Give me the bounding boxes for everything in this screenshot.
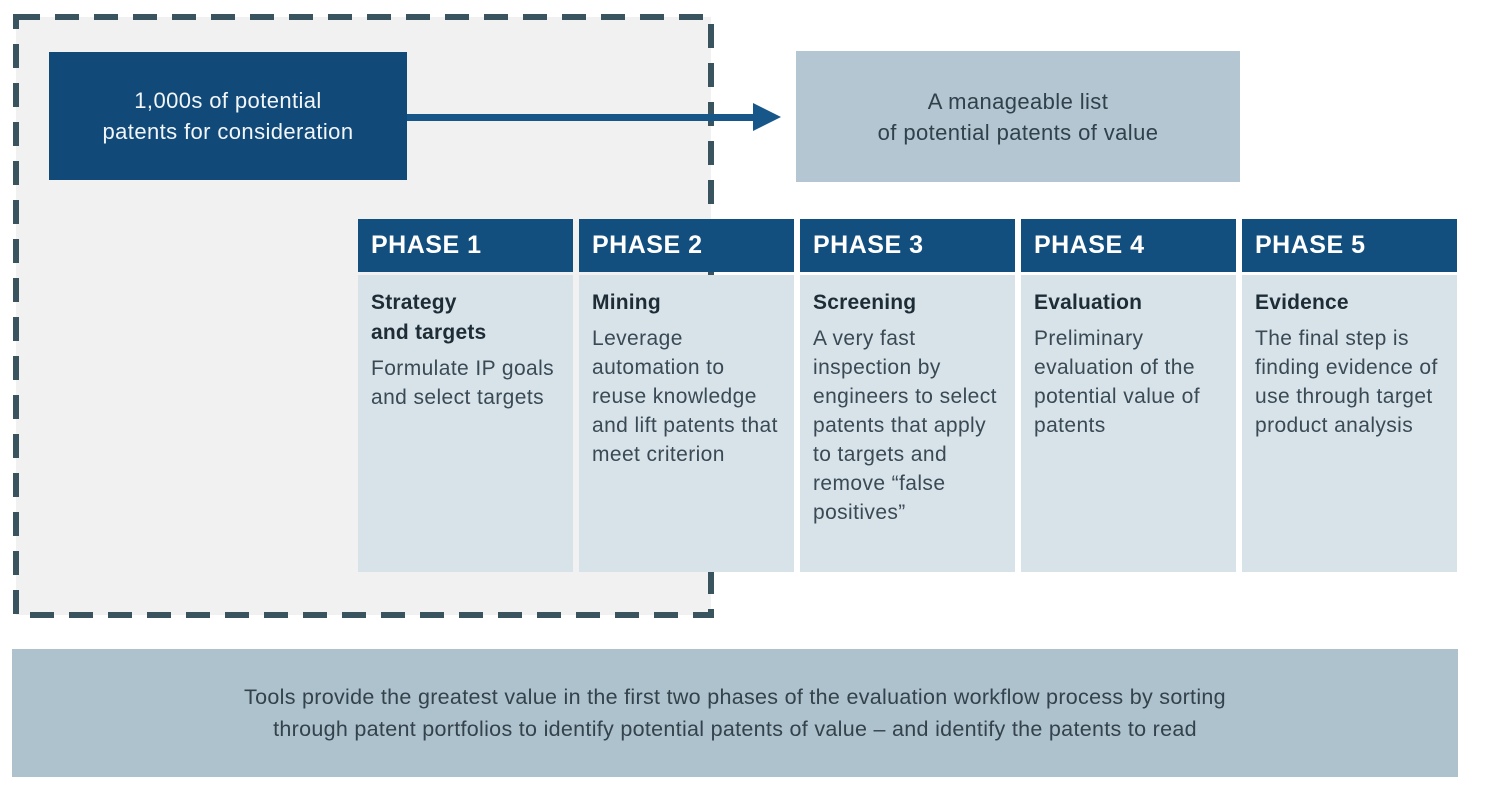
- phase-2-body: Mining Leverage automation to reuse know…: [579, 275, 794, 572]
- phase-4-title: Evaluation: [1034, 291, 1143, 314]
- phase-2-header: PHASE 2: [579, 219, 794, 272]
- phase-5-body: Evidence The final step is finding evide…: [1242, 275, 1457, 572]
- source-count-box: 1,000s of potential patents for consider…: [49, 52, 407, 180]
- source-count-line: patents for consideration: [102, 119, 354, 144]
- phase-column-3: PHASE 3 Screening A very fast inspection…: [800, 219, 1015, 572]
- summary-banner-line: Tools provide the greatest value in the …: [244, 685, 1226, 709]
- phase-column-1: PHASE 1 Strategy and targets Formulate I…: [358, 219, 573, 572]
- phase-1-body: Strategy and targets Formulate IP goals …: [358, 275, 573, 572]
- flow-arrow-icon: [407, 114, 755, 121]
- phase-5-description: The final step is finding evidence of us…: [1255, 327, 1438, 437]
- summary-banner-line: through patent portfolios to identify po…: [273, 717, 1197, 741]
- phase-5-title: Evidence: [1255, 291, 1349, 314]
- phase-column-2: PHASE 2 Mining Leverage automation to re…: [579, 219, 794, 572]
- phase-3-description: A very fast inspection by engineers to s…: [813, 327, 997, 524]
- phase-column-4: PHASE 4 Evaluation Preliminary evaluatio…: [1021, 219, 1236, 572]
- result-list-line: A manageable list: [927, 88, 1109, 114]
- phase-1-header: PHASE 1: [358, 219, 573, 272]
- phase-3-title: Screening: [813, 291, 917, 314]
- phase-2-description: Leverage automation to reuse knowledge a…: [592, 327, 778, 466]
- flow-arrow-head-icon: [753, 103, 781, 131]
- result-list-box: A manageable list of potential patents o…: [796, 51, 1240, 182]
- source-count-line: 1,000s of potential: [134, 88, 322, 113]
- phase-2-title: Mining: [592, 291, 661, 314]
- phase-1-title: Strategy and targets: [371, 291, 487, 344]
- phase-4-body: Evaluation Preliminary evaluation of the…: [1021, 275, 1236, 572]
- summary-banner: Tools provide the greatest value in the …: [12, 649, 1458, 777]
- phase-columns: PHASE 1 Strategy and targets Formulate I…: [358, 219, 1457, 572]
- phase-4-description: Preliminary evaluation of the potential …: [1034, 327, 1200, 437]
- phase-1-description: Formulate IP goals and select targets: [371, 357, 555, 409]
- phase-3-header: PHASE 3: [800, 219, 1015, 272]
- phase-5-header: PHASE 5: [1242, 219, 1457, 272]
- phase-3-body: Screening A very fast inspection by engi…: [800, 275, 1015, 572]
- result-list-line: of potential patents of value: [877, 119, 1159, 145]
- phase-column-5: PHASE 5 Evidence The final step is findi…: [1242, 219, 1457, 572]
- phase-4-header: PHASE 4: [1021, 219, 1236, 272]
